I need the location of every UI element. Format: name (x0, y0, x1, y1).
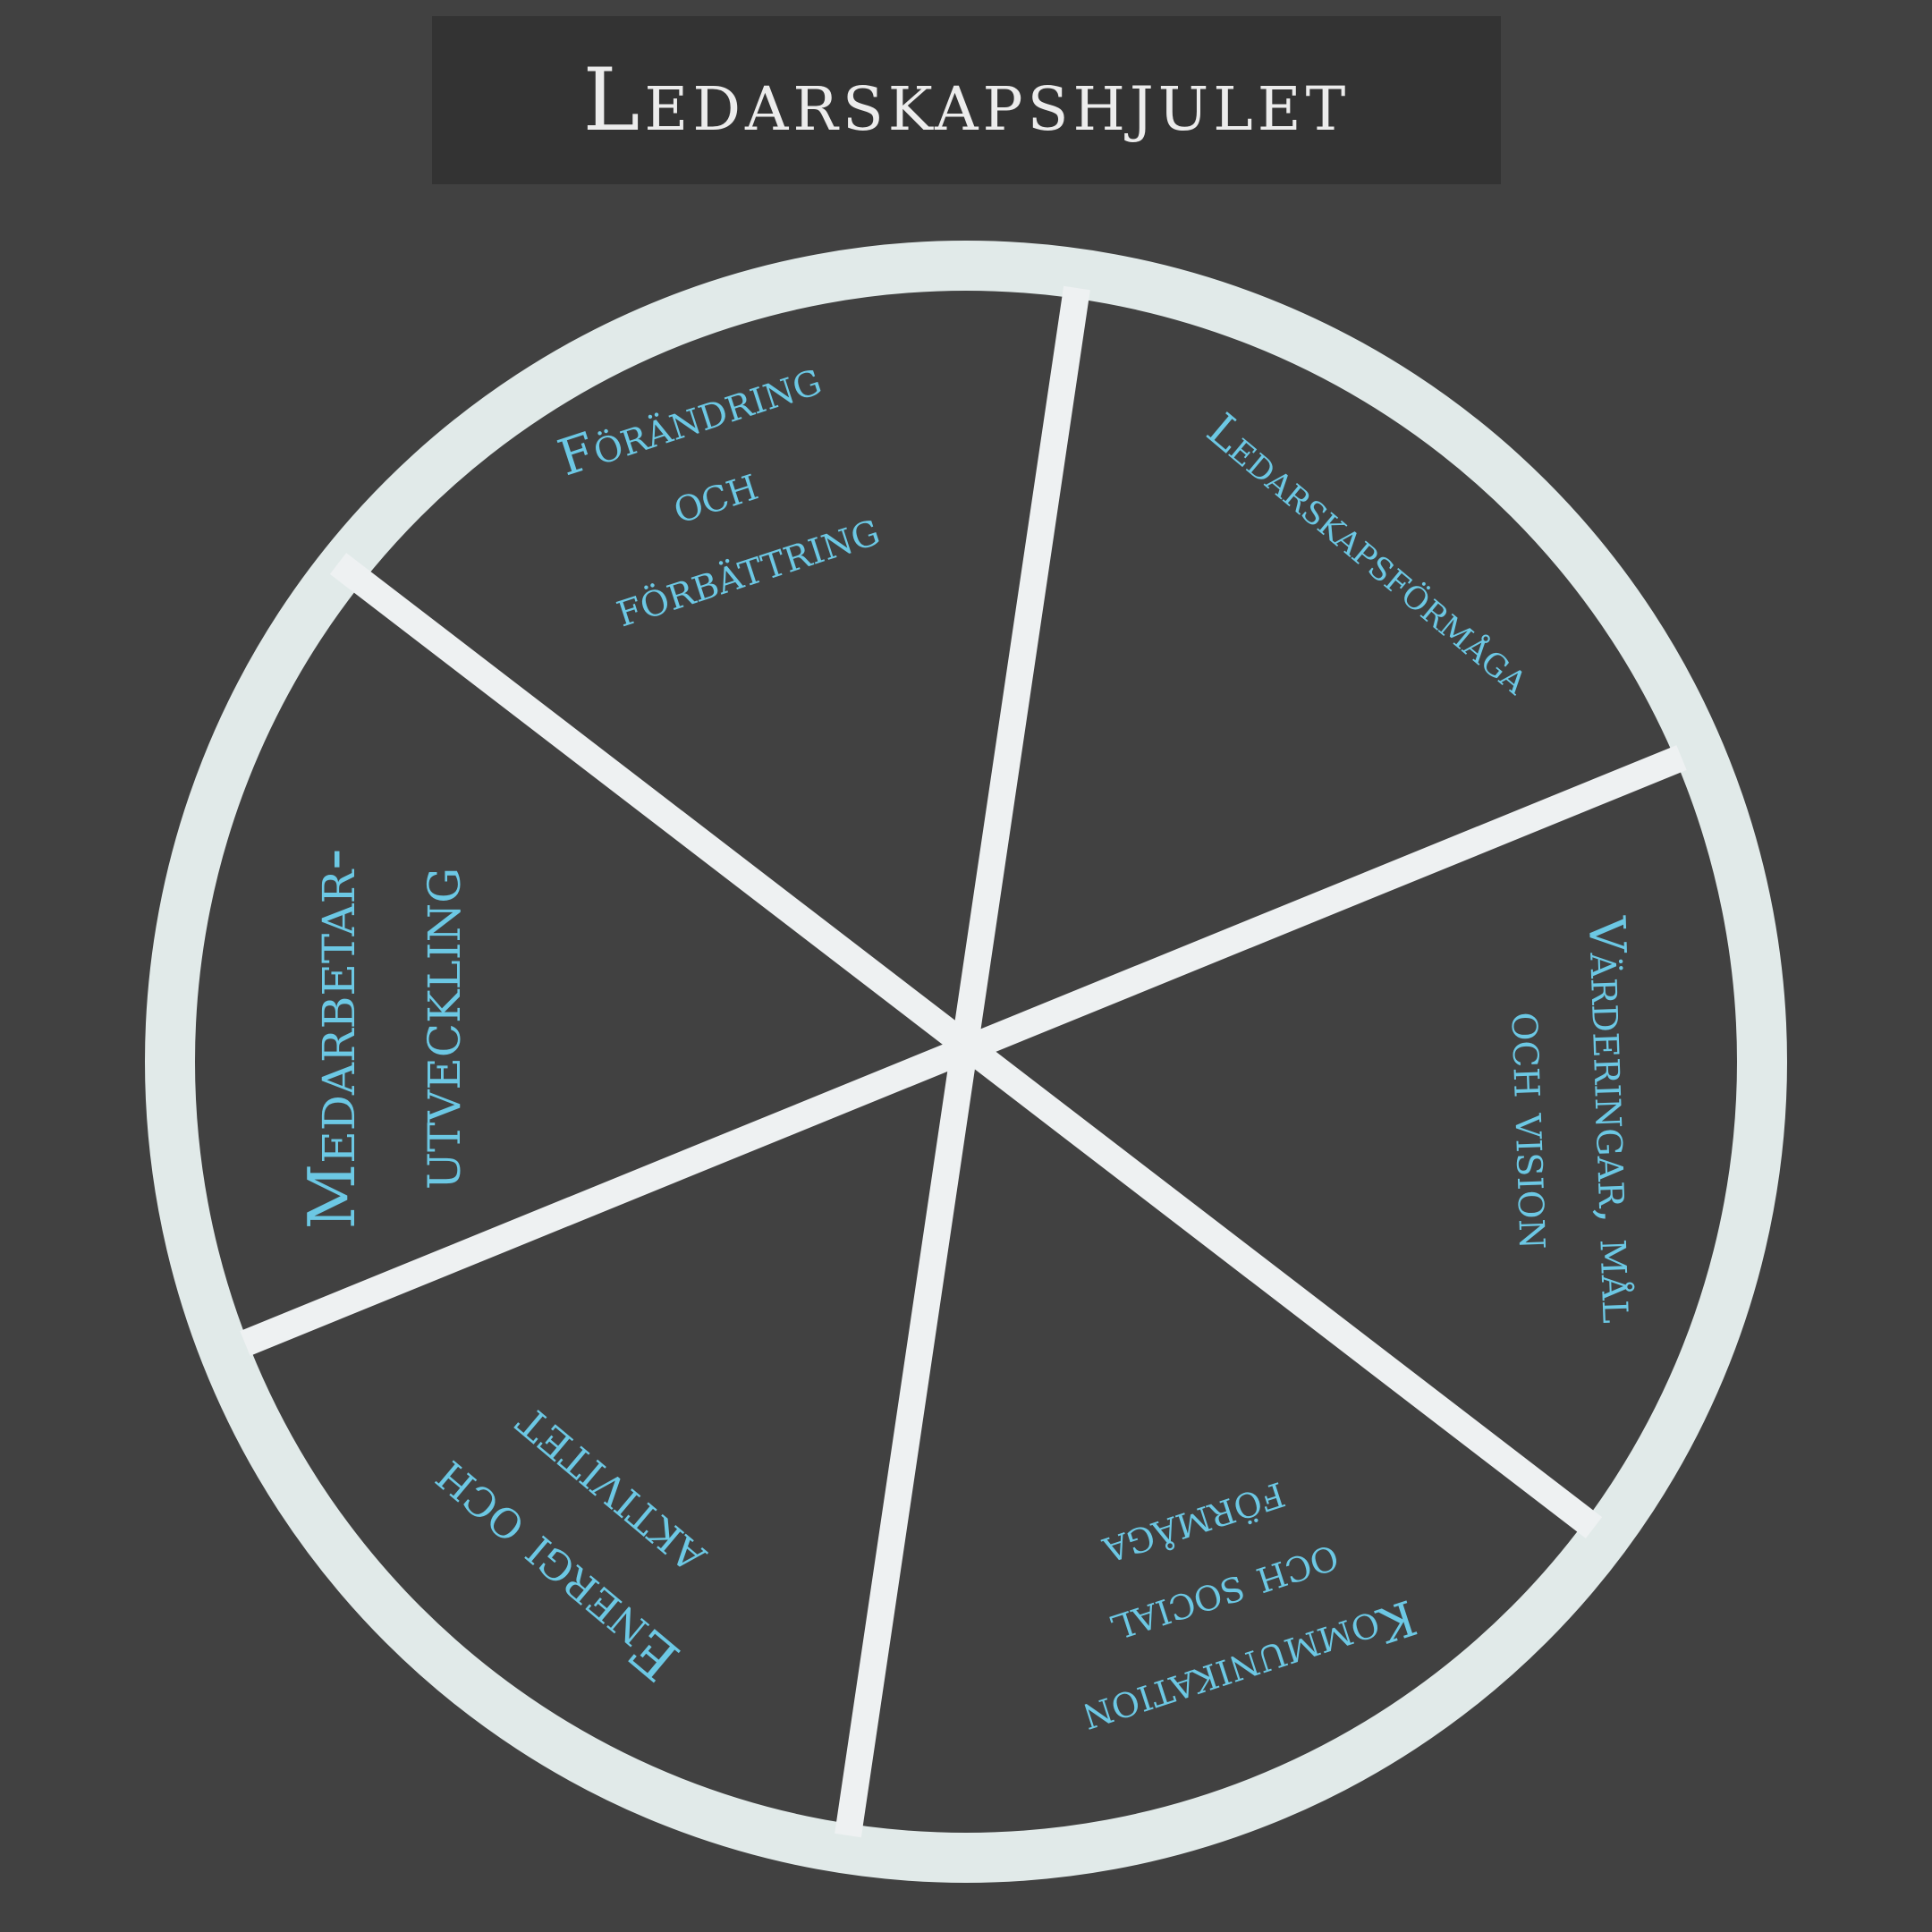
svg-text:Värderingar, mål och vis: Värderingar, mål och vision (1496, 914, 1649, 1343)
wheel-spokes (240, 285, 1687, 1838)
svg-text:Förändring och för: Förändring och förbättring (551, 343, 893, 640)
wheel-rim (145, 241, 1787, 1883)
title-banner: Ledarskapshjulet (432, 16, 1501, 184)
segment-forandring: Förändring och förbättring (551, 343, 893, 640)
svg-text:Kommunikation och social: Kommunikation och social förmåga (1015, 1444, 1423, 1753)
segment-medarbetar-line-2: utveckling (400, 868, 475, 1190)
spoke-right-to-lowerleft (240, 745, 1687, 1356)
segment-medarbetar-line-1: Medarbetar- (294, 848, 369, 1229)
segment-varderingar: Värderingar, mål och vision (1496, 914, 1649, 1343)
segment-forandring-line-2: och (665, 453, 764, 535)
segment-varderingar-line-2: och vision (1499, 1011, 1565, 1250)
segment-forandring-line-3: förbättring (608, 499, 886, 639)
segment-medarbetar: Medarbetar- utveckling (294, 828, 475, 1230)
segment-varderingar-line-1: Värderingar, mål (1577, 914, 1649, 1324)
segment-kommunikation: Kommunikation och social förmåga (1015, 1444, 1423, 1753)
svg-text:Medarbetar- utveckling: Medarbetar- utveckling (294, 828, 475, 1230)
page-title: Ledarskapshjulet (582, 50, 1351, 150)
